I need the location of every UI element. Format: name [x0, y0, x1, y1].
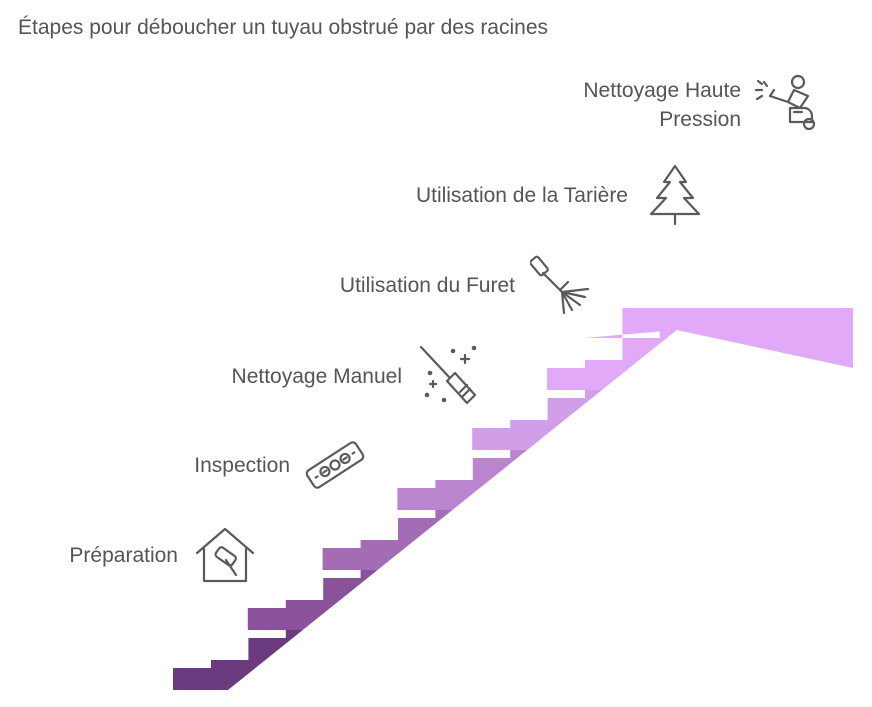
step-label-furet: Utilisation du Furet: [339, 274, 515, 297]
stair-stage-5: [472, 390, 602, 450]
tree-icon: [643, 163, 707, 227]
step-label-line: Pression: [659, 108, 741, 131]
stair-top-landing: [584, 308, 853, 368]
step-label-inspection: Inspection: [194, 454, 290, 477]
step-label-tariere: Utilisation de la Tarière: [415, 184, 628, 207]
step-label-preparation: Préparation: [69, 544, 178, 567]
drain-snake-icon: [530, 253, 594, 317]
stair-stage-3: [322, 510, 453, 570]
step-label-haute-pression: Nettoyage Haute Pression: [583, 76, 741, 134]
step-label-nettoyage-manuel: Nettoyage Manuel: [231, 365, 402, 388]
broom-sparkle-icon: [417, 343, 481, 407]
stair-stage-1: [173, 630, 303, 690]
stair-stage-6: [547, 330, 677, 390]
step-label-line: Nettoyage Haute: [583, 79, 741, 102]
stair-stage-2: [247, 570, 378, 630]
house-hammer-icon: [193, 523, 257, 587]
stair-stage-4: [397, 450, 528, 510]
pressure-washer-icon: [754, 72, 818, 136]
level-tool-icon: [303, 433, 367, 497]
diagram-title: Étapes pour déboucher un tuyau obstrué p…: [18, 16, 549, 39]
